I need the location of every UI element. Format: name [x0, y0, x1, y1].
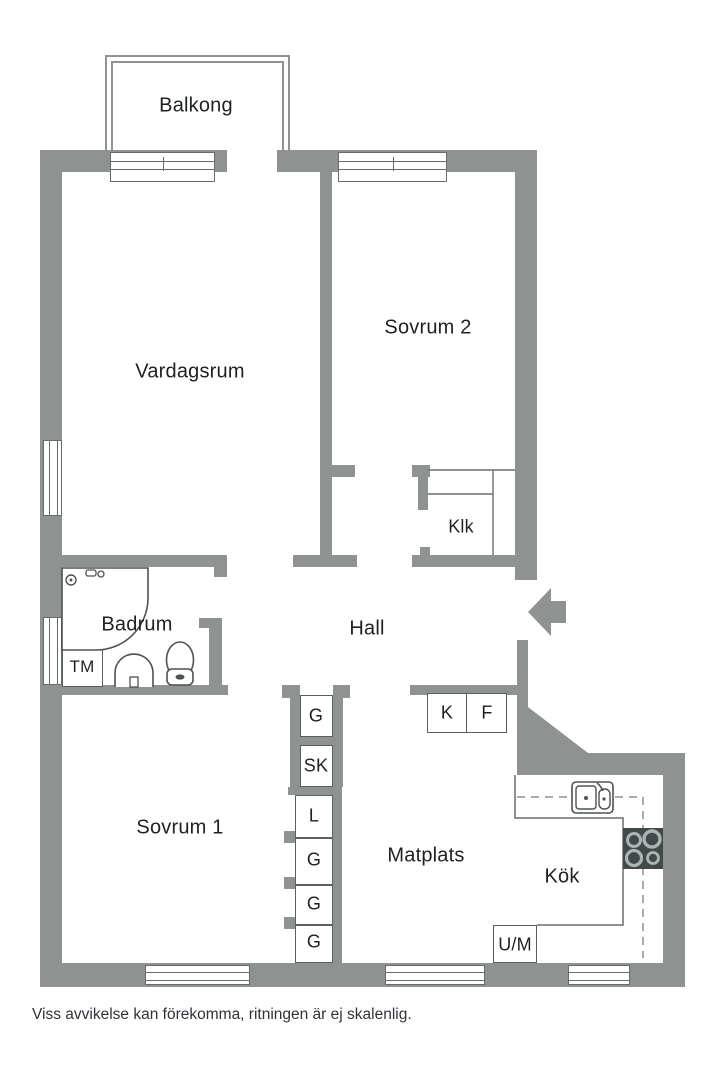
- label-closet-g1: G: [306, 849, 322, 870]
- label-closet-g3: G: [306, 931, 322, 952]
- wall-closet-nub-3: [284, 917, 295, 929]
- window-matplats-bottom: [385, 965, 485, 985]
- label-fridge: K: [440, 702, 454, 723]
- balcony-door-opening: [227, 148, 277, 174]
- window-mullion: [385, 971, 485, 981]
- kitchen-upper-cabinet-dashed-line: [517, 796, 644, 958]
- wall-closet-right-upper: [333, 695, 343, 787]
- balcony-inner-wall: [111, 61, 284, 150]
- wall-badrum-top: [62, 555, 227, 567]
- window-badrum-left: [43, 617, 62, 685]
- window-vardagsrum-top: [110, 152, 215, 182]
- wall-foot: [293, 555, 357, 567]
- window-sovrum2-top: [338, 152, 447, 182]
- room-label-kok: Kök: [544, 865, 580, 888]
- wall-left: [40, 150, 62, 987]
- wall-hall-south: [410, 685, 528, 695]
- wall-closet-left-upper: [290, 695, 300, 795]
- wall-closet-right-lower: [333, 795, 342, 963]
- room-label-sovrum1: Sovrum 1: [136, 816, 224, 839]
- wall-under-g: [300, 737, 333, 745]
- window-mullion: [568, 971, 630, 981]
- wall-closet-cap-left: [282, 685, 300, 698]
- closet-sk-box: [300, 745, 333, 787]
- room-label-hall: Hall: [349, 617, 385, 640]
- kitchen-sink-icon: [571, 781, 614, 814]
- closet-separator: [296, 924, 332, 926]
- room-label-badrum: Badrum: [101, 613, 173, 636]
- freezer-box: [466, 693, 507, 733]
- wall-klk-bottom-nub: [420, 547, 430, 555]
- wall-right-lower-chamfer: [517, 640, 685, 987]
- stove-icon: [623, 828, 663, 869]
- wall-klk-bottom: [412, 555, 517, 567]
- disclaimer-text: Viss avvikelse kan förekomma, ritningen …: [32, 1006, 412, 1023]
- window-tick: [392, 157, 394, 171]
- label-washing-machine: TM: [69, 657, 95, 676]
- wall-sovrum2-south-nub: [332, 465, 355, 477]
- toilet-icon: [165, 641, 195, 686]
- kitchen-counter-outline: [514, 775, 624, 926]
- window-mullion: [145, 971, 250, 981]
- shower-icon: [61, 567, 149, 651]
- label-closet-l: L: [308, 805, 320, 826]
- wall-closet-nub-1: [284, 831, 295, 843]
- window-vardagsrum-left: [43, 440, 62, 516]
- wall-under-sk: [288, 787, 342, 795]
- klk-shelf-lines: [428, 469, 515, 555]
- label-closet-g2: G: [306, 893, 322, 914]
- closet-separator: [296, 884, 332, 886]
- room-label-balkong: Balkong: [159, 94, 233, 117]
- window-tick: [162, 157, 164, 171]
- closet-column-box: [295, 795, 333, 963]
- entrance-arrow-icon: [528, 588, 566, 636]
- dishwasher-box: [493, 925, 537, 963]
- room-label-vardagsrum: Vardagsrum: [135, 360, 245, 383]
- wall-badrum-right: [209, 618, 222, 688]
- wall-vardagsrum-sovrum2: [320, 172, 332, 557]
- washing-machine-box: [62, 648, 103, 687]
- closet-separator: [296, 837, 332, 839]
- label-freezer: F: [481, 702, 493, 723]
- room-label-klk: Klk: [448, 516, 474, 537]
- window-sovrum1-bottom: [145, 965, 250, 985]
- wall-klk-left: [418, 477, 428, 510]
- room-label-sovrum2: Sovrum 2: [384, 316, 472, 339]
- wall-closet-cap-right: [333, 685, 350, 698]
- wall-right-upper: [515, 150, 537, 580]
- window-mullion: [49, 617, 58, 685]
- fridge-box: [427, 693, 467, 733]
- closet-g-top-box: [300, 695, 333, 737]
- window-mullion: [49, 440, 58, 516]
- wall-badrum-top-nub: [214, 567, 227, 577]
- bathroom-sink-icon: [114, 653, 154, 688]
- wall-klk-top-nub: [412, 465, 430, 477]
- room-label-matplats: Matplats: [387, 844, 465, 867]
- wall-closet-nub-2: [284, 877, 295, 889]
- label-dishwasher: U/M: [498, 934, 532, 955]
- wall-sovrum1-top: [62, 685, 228, 695]
- window-kok-bottom: [568, 965, 630, 985]
- wall-badrum-right-cap: [199, 618, 222, 628]
- label-closet-sk: SK: [303, 755, 329, 776]
- label-closet-g-top: G: [308, 705, 324, 726]
